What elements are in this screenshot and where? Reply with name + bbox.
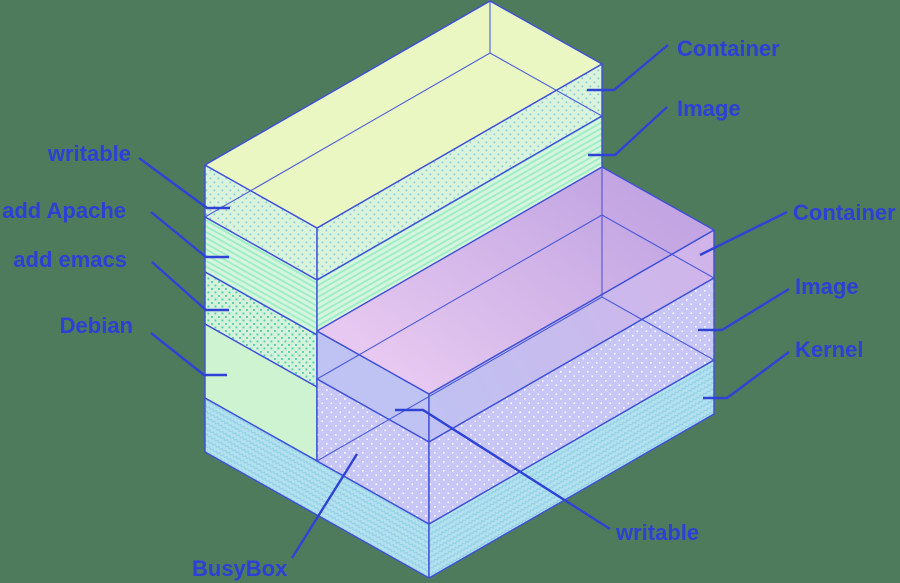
leader-container-right <box>699 210 788 257</box>
label-kernel: Kernel <box>795 337 863 362</box>
busybox-top-face <box>316 166 715 395</box>
debian-top-face <box>204 0 603 229</box>
label-container-top: Container <box>677 36 780 61</box>
leader-writable-left <box>138 157 230 210</box>
label-add-apache: add Apache <box>2 198 126 223</box>
leader-add-apache <box>150 211 229 259</box>
labels: writable add Apache add emacs Debian Bus… <box>2 36 896 581</box>
leader-debian <box>150 332 227 377</box>
label-writable-left: writable <box>47 141 131 166</box>
leader-container-top <box>587 44 669 92</box>
leader-image-top <box>588 106 668 157</box>
leader-lines <box>138 44 790 559</box>
label-image-top: Image <box>677 96 741 121</box>
busybox-interior-edges <box>316 167 715 462</box>
label-debian: Debian <box>60 313 133 338</box>
debian-interior-edges <box>204 1 603 218</box>
label-container-right: Container <box>793 200 896 225</box>
leader-image-right <box>698 287 790 332</box>
leader-add-emacs <box>151 261 229 312</box>
label-add-emacs: add emacs <box>13 247 127 272</box>
label-writable-bottom: writable <box>615 520 699 545</box>
leader-writable-bottom <box>395 408 611 531</box>
leader-busybox <box>290 453 359 559</box>
leader-kernel <box>703 351 790 400</box>
label-image-right: Image <box>795 274 859 299</box>
busybox-stack <box>316 166 715 525</box>
label-busybox: BusyBox <box>192 556 288 581</box>
